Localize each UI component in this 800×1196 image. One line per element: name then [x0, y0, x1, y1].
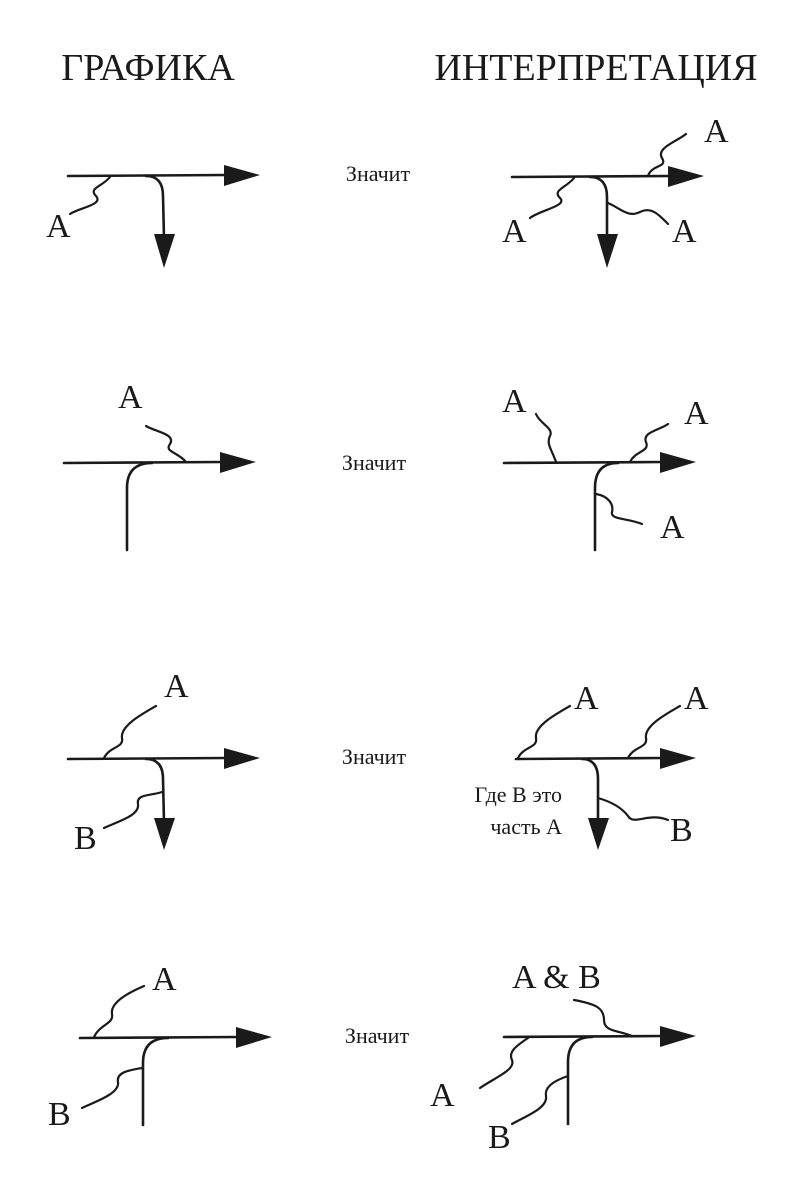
- squiggle-a-top: [646, 132, 688, 178]
- squiggle-a-branch: [594, 492, 644, 526]
- squiggle-a: [92, 984, 146, 1039]
- label-a: A: [118, 379, 143, 416]
- arrowhead-right: [660, 1026, 696, 1047]
- label-a: A: [704, 113, 729, 150]
- label-a: A: [502, 213, 527, 250]
- squiggle-a-left: [516, 704, 572, 760]
- row-2-graphic: A: [62, 379, 256, 552]
- note-line-1: Где B это: [475, 782, 562, 807]
- means-text: Значит: [342, 744, 407, 769]
- label-b: B: [74, 820, 97, 857]
- label-a: A: [684, 680, 709, 717]
- arrowhead-right: [224, 748, 260, 769]
- arrowhead-down: [597, 234, 618, 268]
- squiggle-b: [596, 796, 670, 822]
- label-a: A: [152, 961, 177, 998]
- row-1-graphic: A: [46, 165, 260, 268]
- left-column-header: ГРАФИКА: [61, 47, 235, 89]
- row-1-interpretation: A A A: [502, 113, 729, 268]
- branch-line: [141, 1036, 170, 1127]
- squiggle-a-left: [534, 412, 558, 464]
- arrowhead-right: [660, 748, 696, 769]
- main-line: [514, 756, 664, 761]
- main-line: [78, 1035, 240, 1040]
- squiggle-b: [510, 1074, 570, 1126]
- branch-line: [144, 757, 166, 824]
- main-line: [62, 460, 224, 465]
- branch-line: [588, 175, 609, 240]
- row-2-interpretation: A A A: [502, 383, 709, 552]
- row-4-graphic: A B: [48, 961, 272, 1133]
- main-line: [502, 1034, 664, 1039]
- row-3-graphic: A B: [66, 668, 260, 857]
- arrowhead-right: [236, 1027, 272, 1048]
- squiggle-a-and-b: [572, 998, 634, 1038]
- squiggle-a: [144, 424, 188, 464]
- label-a: A: [430, 1077, 455, 1114]
- squiggle-a-branch: [606, 201, 670, 226]
- squiggle-a-right: [626, 704, 682, 760]
- branch-line: [566, 1035, 594, 1126]
- branch-line: [580, 757, 600, 824]
- label-a: A: [574, 680, 599, 717]
- arrowhead-right: [220, 452, 256, 473]
- branch-line: [593, 461, 620, 552]
- arrowhead-right: [668, 166, 704, 187]
- squiggle-b: [102, 790, 164, 830]
- label-a: A: [164, 668, 189, 705]
- label-b: B: [670, 812, 693, 849]
- right-column-header: ИНТЕРПРЕТАЦИЯ: [434, 47, 757, 89]
- squiggle-a-right: [628, 422, 670, 464]
- squiggle-a: [478, 1036, 530, 1090]
- arrowhead-down: [154, 818, 175, 850]
- arrowhead-right: [660, 452, 696, 473]
- label-b: B: [488, 1119, 511, 1156]
- branch-line: [125, 461, 154, 552]
- means-text: Значит: [342, 450, 407, 475]
- label-a: A: [660, 509, 685, 546]
- squiggle-a: [68, 175, 112, 216]
- branch-line: [144, 174, 166, 240]
- squiggle-a: [528, 176, 576, 220]
- label-a: A: [502, 383, 527, 420]
- label-a: A: [46, 208, 71, 245]
- label-a: A: [684, 395, 709, 432]
- label-b: B: [48, 1096, 71, 1133]
- squiggle-a: [102, 704, 158, 760]
- row-3-interpretation: A A B Где B это часть A: [475, 680, 709, 850]
- means-text: Значит: [345, 1023, 410, 1048]
- arrowhead-down: [588, 818, 609, 850]
- main-line: [502, 460, 664, 465]
- squiggle-b: [80, 1066, 144, 1110]
- label-a-and-b: A & B: [512, 959, 601, 996]
- means-text: Значит: [346, 161, 411, 186]
- row-4-interpretation: A & B A B: [430, 959, 696, 1156]
- arrowhead-down: [154, 234, 175, 268]
- arrowhead-right: [224, 165, 260, 186]
- label-a: A: [672, 213, 697, 250]
- note-line-2: часть A: [490, 814, 562, 839]
